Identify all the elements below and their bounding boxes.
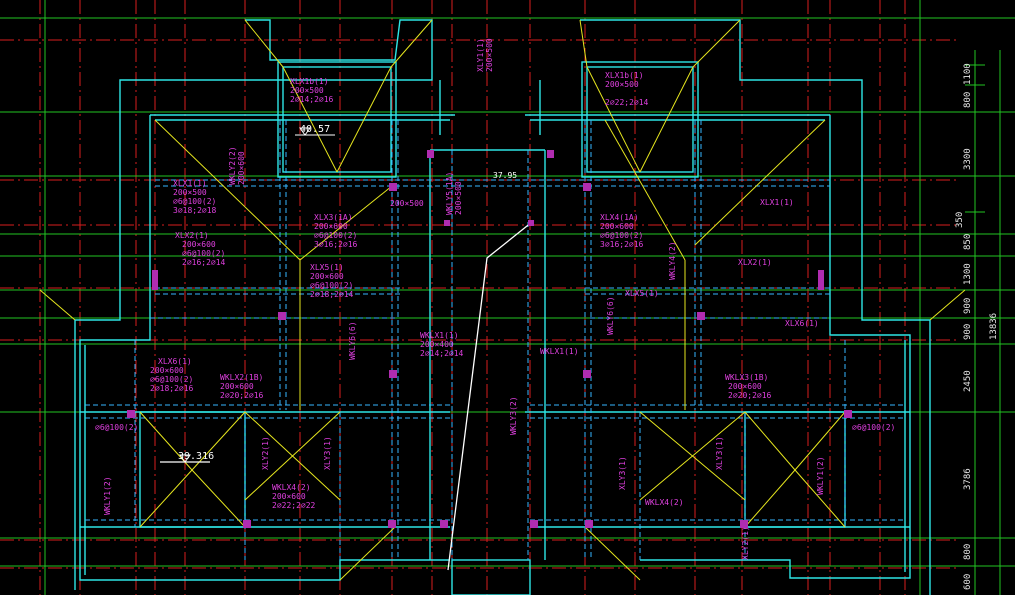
label-xlx3-stir: ⌀6@100(2) [314, 231, 357, 240]
label-wkly4: WKLY4(2) [668, 241, 677, 280]
label-xlx1-stir: ⌀6@100(2) [173, 197, 216, 206]
label-xlx2-stir: ⌀6@100(2) [182, 249, 225, 258]
label-wklx1: WKLX1(1) [420, 331, 459, 340]
wall-outline [74, 19, 931, 595]
dim-350: 350 [955, 212, 965, 228]
label-wkly5: WKLY5(1A) [445, 172, 454, 215]
label-stir-100-r: ⌀6@100(2) [852, 423, 895, 432]
label-wkly6: WKLY6(6) [348, 321, 357, 360]
label-wklx4: WKLX4(2) [272, 483, 311, 492]
dimension-labels: 1100 800 3300 350 850 1300 900 900 2450 … [955, 63, 999, 590]
dim-total: 13836 [989, 313, 999, 340]
label-wklx1-rebar: 2⌀14;2⌀14 [420, 349, 464, 358]
label-xly3-r: XLY3(1) [715, 436, 724, 470]
dim-900b: 900 [963, 324, 973, 340]
label-xlx4-rebar: 3⌀16;2⌀16 [600, 240, 644, 249]
label-xlx2-r: XLX2(1) [738, 258, 772, 267]
section-marker-line[interactable] [160, 221, 533, 571]
label-wklx4-size: 200×600 [272, 492, 306, 501]
label-xlx1b-r-size: 200×500 [605, 80, 639, 89]
beam-centerlines [85, 120, 905, 560]
dim-800b: 800 [963, 544, 973, 560]
dim-600: 600 [963, 574, 973, 590]
label-xlx1b-rebar: 2⌀14;2⌀16 [290, 95, 334, 104]
label-wklx2-size: 200×600 [220, 382, 254, 391]
label-xly3: XLY3(1) [323, 436, 332, 470]
label-wklx2: WKLX2(1B) [220, 373, 263, 382]
label-xlx5: XLX5(1) [310, 263, 344, 272]
label-xlx5-stir: ⌀6@100(2) [310, 281, 353, 290]
label-wkly1-r: WKLY1(2) [816, 456, 825, 495]
label-xlx1-r: XLX1(1) [760, 198, 794, 207]
label-xlx6-rebar: 2⌀18;2⌀16 [150, 384, 194, 393]
beam-labels: XLX1b(1) 200×500 2⌀14;2⌀16 XLX1b(1) 200×… [95, 38, 895, 560]
red-axis-grid [0, 0, 960, 595]
label-xlx5-r: XLX5(1) [625, 289, 659, 298]
label-xlx2: XLX2(1) [175, 231, 209, 240]
label-xlx6: XLX6(1) [158, 357, 192, 366]
elevation-markers [178, 127, 335, 463]
label-xly2-r: XLY2(1) [741, 526, 750, 560]
label-xlx3-size: 200×600 [314, 222, 348, 231]
label-xlx2-size: 200×600 [182, 240, 216, 249]
roof-hip-lines [39, 19, 966, 581]
label-wkly2-size: 200×600 [237, 151, 246, 185]
label-wkly5-size: 200×500 [454, 181, 463, 215]
elevation-39-316: 39.316 [178, 451, 214, 462]
label-wklx1-2: WKLX1(1) [540, 347, 579, 356]
dim-1100: 1100 [963, 63, 973, 85]
label-xlx6-size: 200×600 [150, 366, 184, 375]
label-xlx4: XLX4(1A) [600, 213, 639, 222]
label-stir-100: ⌀6@100(2) [95, 423, 138, 432]
label-wklx3-rebar: 2⌀20;2⌀16 [728, 391, 772, 400]
label-xly1: XLY1(1) [476, 38, 485, 72]
dim-2450: 2450 [963, 370, 973, 392]
label-size-200x500: 200×500 [390, 199, 424, 208]
label-wklx4-rebar: 2⌀22;2⌀22 [272, 501, 316, 510]
label-xlx5-size: 200×600 [310, 272, 344, 281]
label-xly1-size: 200×500 [485, 38, 494, 72]
label-wklx1-size: 200×400 [420, 340, 454, 349]
label-xlx4-stir: ⌀6@100(2) [600, 231, 643, 240]
elevation-labels: 40.57 39.316 37.95 [178, 124, 517, 462]
label-xlx3: XLX3(1A) [314, 213, 353, 222]
label-xlx2-rebar: 2⌀16;2⌀14 [182, 258, 226, 267]
dim-3786: 3786 [963, 468, 973, 490]
label-xlx1b-r: XLX1b(1) [605, 71, 644, 80]
label-xlx3-rebar: 3⌀16;2⌀16 [314, 240, 358, 249]
label-xly3-l: XLY3(1) [618, 456, 627, 490]
label-xlx1b-size: 200×500 [290, 86, 324, 95]
label-wklx3-size: 200×600 [728, 382, 762, 391]
label-wkly1: WKLY1(2) [103, 476, 112, 515]
label-wklx3: WKLX3(1B) [725, 373, 768, 382]
elevation-37-95: 37.95 [493, 171, 517, 180]
dim-3300: 3300 [963, 148, 973, 170]
label-xlx4-size: 200×600 [600, 222, 634, 231]
label-xly2: XLY2(1) [261, 436, 270, 470]
label-xlx6-r: XLX6(1) [785, 319, 819, 328]
dim-800: 800 [963, 92, 973, 108]
label-wklx4-r: WKLX4(2) [645, 498, 684, 507]
label-wkly2: WKLY2(2) [228, 146, 237, 185]
label-xlx1-size: 200×500 [173, 188, 207, 197]
elevation-40-57: 40.57 [300, 124, 330, 135]
label-wkly3: WKLY3(2) [509, 396, 518, 435]
label-wkly6-r: WKLY6(6) [606, 296, 615, 335]
dim-1300: 1300 [963, 263, 973, 285]
label-wklx2-rebar: 2⌀20;2⌀16 [220, 391, 264, 400]
dimension-chain [965, 50, 1001, 595]
dim-900a: 900 [963, 298, 973, 314]
label-xlx1b: XLX1b(1) [290, 77, 329, 86]
label-xlx1-rebar: 3⌀18;2⌀18 [173, 206, 217, 215]
label-xlx5-rebar: 2⌀18;2⌀14 [310, 290, 354, 299]
dim-850: 850 [963, 234, 973, 250]
label-xlx6-stir: ⌀6@100(2) [150, 375, 193, 384]
columns [127, 150, 852, 528]
label-xlx1b-r-rebar: 2⌀22;2⌀14 [605, 98, 649, 107]
label-xlx1: XLX1(1) [173, 179, 207, 188]
